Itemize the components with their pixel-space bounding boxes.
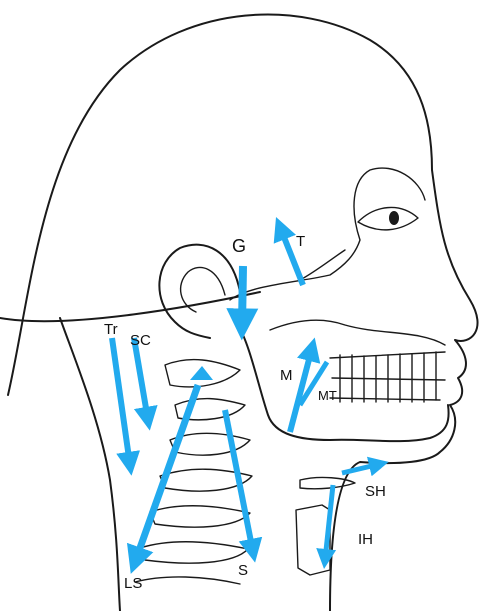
label-m: M [280, 367, 293, 384]
mandible [238, 325, 449, 441]
eye [358, 207, 418, 229]
teeth [330, 352, 445, 402]
label-ih: IH [358, 531, 373, 548]
label-sc: SC [130, 332, 151, 349]
label-tr: Tr [104, 321, 118, 338]
arrow-sc [134, 338, 148, 420]
arrow-tr [112, 338, 130, 465]
skull-outline [230, 168, 445, 345]
label-sh: SH [365, 483, 386, 500]
ear [159, 245, 240, 338]
hyoid-larynx [296, 477, 355, 575]
arrow-s [225, 410, 253, 552]
label-mt: MT [318, 388, 337, 403]
neck-back-outline [60, 318, 120, 611]
label-g: G [232, 236, 246, 256]
label-ls: LS [124, 575, 142, 592]
ls-origin-triangle [190, 366, 213, 380]
arrow-sh [342, 464, 380, 473]
arrow-g [242, 266, 243, 326]
label-t: T [296, 233, 305, 250]
label-s: S [238, 562, 248, 579]
